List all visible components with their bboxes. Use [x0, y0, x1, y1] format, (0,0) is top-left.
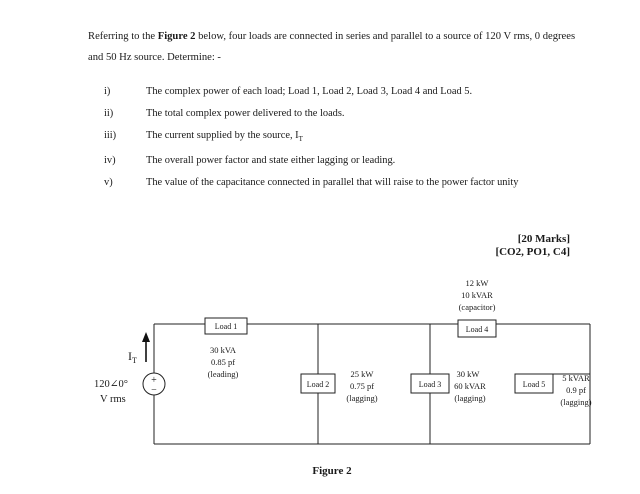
load-1-box: [204, 317, 248, 335]
load-2-spec: 0.75 pf: [350, 381, 374, 391]
current-arrow-head: [142, 332, 150, 342]
figure-reference: Figure 2: [157, 31, 196, 42]
question-item: iii) The current supplied by the source,…: [104, 129, 584, 146]
course-outcomes: [CO2, PO1, C4]: [495, 246, 570, 258]
question-number: ii): [104, 108, 114, 119]
load-1-spec: 0.85 pf: [211, 357, 235, 367]
question-text: The value of the capacitance connected i…: [146, 177, 519, 189]
source-voltage-unit: V rms: [100, 394, 126, 405]
load-3-label: Load 3: [419, 380, 441, 389]
load-5-spec: 0.9 pf: [566, 385, 586, 395]
load-4-label: Load 4: [466, 325, 488, 334]
marks-box: [20 Marks] [CO2, PO1, C4]: [495, 233, 570, 259]
source-minus-sign: −: [151, 385, 157, 396]
load-5-spec: (lagging): [560, 397, 591, 407]
total-marks: [20 Marks]: [517, 233, 570, 245]
figure-caption: Figure 2: [312, 465, 352, 477]
question-item: i) The complex power of each load; Load …: [104, 85, 584, 99]
question-list: i) The complex power of each load; Load …: [104, 85, 584, 194]
source-plus-sign: +: [151, 375, 157, 386]
load-1-spec: 30 kVA: [210, 345, 237, 355]
voltage-source: [142, 372, 166, 396]
problem-intro: Referring to the Figure 2 below, four lo…: [88, 26, 588, 68]
load-3-spec: 30 kW: [457, 369, 480, 379]
load-4-box: [457, 319, 497, 338]
question-number: iv): [104, 155, 116, 167]
load-4-spec: (capacitor): [459, 302, 496, 312]
load-3-spec: (lagging): [454, 393, 485, 403]
load-4-spec: 10 kVAR: [461, 290, 493, 300]
question-item: ii) The total complex power delivered to…: [104, 107, 584, 121]
load-4-spec: 12 kW: [466, 278, 489, 288]
question-item: v) The value of the capacitance connecte…: [104, 172, 584, 194]
question-number: iii): [104, 130, 117, 141]
intro-text-start: Referring to the: [88, 31, 158, 42]
question-number: v): [104, 177, 113, 189]
load-2-spec: 25 kW: [351, 369, 374, 379]
intro-text-end: below, four loads are connected in serie…: [88, 31, 576, 63]
load-2-label: Load 2: [307, 380, 329, 389]
question-text: The overall power factor and state eithe…: [146, 155, 396, 167]
question-number: i): [104, 86, 111, 97]
question-item: iv) The overall power factor and state e…: [104, 154, 584, 168]
question-text: The total complex power delivered to the…: [146, 108, 345, 119]
load-1-spec: (leading): [208, 369, 239, 379]
load-1-label: Load 1: [215, 322, 237, 331]
load-3-spec: 60 kVAR: [454, 381, 486, 391]
load-5-spec: 5 kVAR: [562, 373, 590, 383]
load-5-label: Load 5: [523, 380, 545, 389]
question-text: The current supplied by the source, I: [146, 130, 299, 141]
current-subscript: T: [298, 135, 303, 144]
current-label: IT: [128, 349, 137, 365]
question-text: The complex power of each load; Load 1, …: [146, 86, 473, 97]
load-3-box: [410, 373, 450, 394]
load-2-box: [300, 373, 336, 394]
load-5-box: [514, 373, 554, 394]
load-2-spec: (lagging): [346, 393, 377, 403]
source-voltage-value: 120∠0°: [94, 379, 128, 390]
